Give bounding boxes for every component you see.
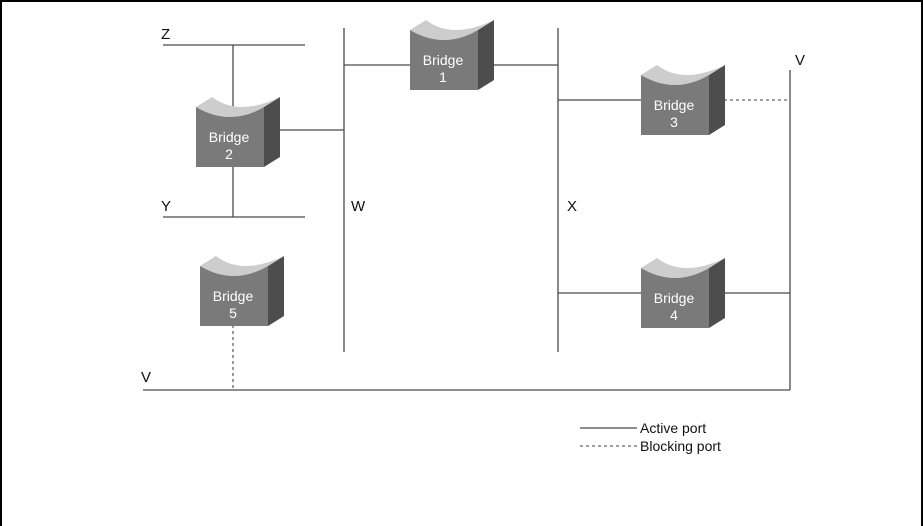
segment-z-label: Z xyxy=(161,26,170,43)
segment-x-label: X xyxy=(567,198,577,215)
bridge-1-number: 1 xyxy=(439,69,447,85)
bridge-2-label: Bridge xyxy=(209,129,250,145)
segment-y-label: Y xyxy=(161,198,171,215)
bridge-1-label: Bridge xyxy=(423,52,464,68)
segment-v-right-label: V xyxy=(795,52,805,69)
bridge-4: Bridge 4 xyxy=(641,258,725,328)
bridge-3-label: Bridge xyxy=(654,97,695,113)
bridge-5-number: 5 xyxy=(229,305,237,321)
bridge-2-number: 2 xyxy=(225,146,233,162)
bridge-5: Bridge 5 xyxy=(200,256,284,326)
legend-active-label: Active port xyxy=(640,420,706,436)
legend-blocking-label: Blocking port xyxy=(640,438,721,454)
bridge-4-label: Bridge xyxy=(654,290,695,306)
bridge-2: Bridge 2 xyxy=(196,97,280,167)
segment-w-label: W xyxy=(351,198,366,215)
segment-v-bottom-label: V xyxy=(141,369,151,386)
bridge-3: Bridge 3 xyxy=(641,65,725,135)
bridge-4-number: 4 xyxy=(670,307,678,323)
legend: Active port Blocking port xyxy=(580,420,721,454)
bridge-1: Bridge 1 xyxy=(410,20,494,90)
bridge-3-number: 3 xyxy=(670,114,678,130)
bridge-5-label: Bridge xyxy=(213,288,254,304)
